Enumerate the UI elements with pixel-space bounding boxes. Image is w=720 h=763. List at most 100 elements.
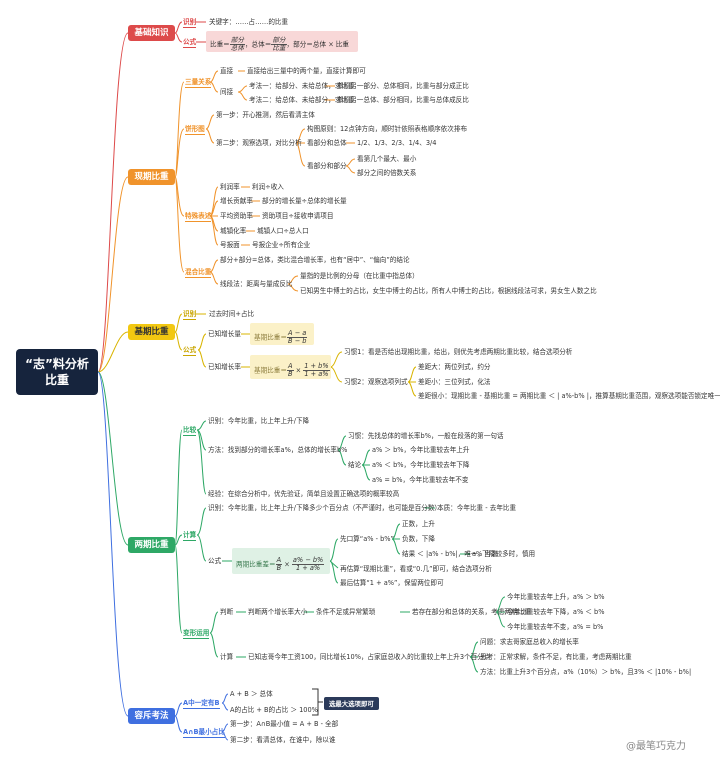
base-habit2: 习惯2：观察选项列式 xyxy=(344,378,408,386)
base-formula2-label: 基期比重＝ xyxy=(254,366,287,375)
fraction-denominator: 总体 xyxy=(230,44,244,52)
two-compare-habit: 习惯：先找总体的增长率b%，一般在段落的第一句话 xyxy=(348,432,504,440)
fraction-numerator: A xyxy=(275,556,283,565)
tolerance-tip: 选最大选项即可 xyxy=(324,697,379,710)
section-basic-knowledge[interactable]: 基础知识 xyxy=(128,25,175,41)
tolerance-tag2: A∩B最小占比 xyxy=(183,728,225,738)
basic-formula-ratio-label: 比重＝ xyxy=(210,40,230,49)
current-line-b: 已知男生中博士的占比，女生中博士的占比，所有人中博士的占比，根据线段法可求，男女… xyxy=(300,287,597,295)
current-pie-quarters: 1/2、1/3、2/3、1/4、3/4 xyxy=(357,139,437,147)
current-leader: 号报面 xyxy=(220,241,240,249)
two-judge-j2: 今年比重较去年下降，a% ＜ b% xyxy=(507,608,605,616)
basic-formula-tag: 公式 xyxy=(183,38,197,48)
two-calc-result-caution: a%下降较多时，慎用 xyxy=(472,550,536,558)
fraction-denominator: 1 + a% xyxy=(295,564,321,572)
tolerance-rule2: A的占比 + B的占比 ＞ 100% xyxy=(230,706,318,714)
tolerance-rule1: A + B ＞ 总体 xyxy=(230,690,273,698)
base-formula-tag: 公式 xyxy=(183,346,197,356)
basic-identify-text: 关键字：……占……的比重 xyxy=(209,18,289,26)
current-pie-step2: 第二步：观察选项，对比分析 xyxy=(216,139,302,147)
two-judge-a: 判断两个增长率大小 xyxy=(248,608,308,616)
times-sign: × xyxy=(295,366,302,375)
root-title: “志”料分析 比重 xyxy=(16,349,98,395)
current-three-tag: 三量关系 xyxy=(185,78,212,88)
two-compare-c2: a% ＜ b%，今年比重较去年下降 xyxy=(372,461,470,469)
base-gap-small: 差距小：三位列式，化法 xyxy=(418,378,491,386)
base-formula1-label: 基期比重＝ xyxy=(254,333,287,342)
fraction-denominator: B − b xyxy=(287,337,307,345)
basic-formula-box xyxy=(206,31,358,52)
basic-formula-total-label: ，总体＝ xyxy=(244,40,272,49)
two-compare-experience: 经验：在综合分析中，优先验证，简单且设置正确选项的概率较高 xyxy=(208,490,400,498)
two-calc-method: 方法：比重上升3个百分点，a%（10%）＞ b%，且3% ＜ |10% - b%… xyxy=(480,668,692,676)
base-known-amount: 已知增长量 xyxy=(208,330,241,338)
times-sign: × xyxy=(284,560,290,569)
fraction-numerator: A − a xyxy=(286,329,308,338)
two-calc-last: 最后估算“1 + a%”，保留两位即可 xyxy=(340,579,444,587)
base-formula2-box xyxy=(250,355,331,379)
two-calc-example: 已知志哥今年工资100，同比增长10%，占家庭总收入的比重较上年上升3个百分点 xyxy=(248,653,491,661)
fraction-denominator: B xyxy=(287,370,293,378)
two-judge-b: 条件不足或异常繁琐 xyxy=(316,608,376,616)
current-profit-def: 利润÷收入 xyxy=(252,183,284,191)
two-calc-label: 计算 xyxy=(220,653,234,661)
current-pie-look-parts: 看部分和部分 xyxy=(307,162,347,170)
section-two-period-ratio[interactable]: 两期比重 xyxy=(128,537,175,553)
two-judge: 判断 xyxy=(220,608,234,616)
basic-formula-tail: ，部分＝总体 × 比重 xyxy=(286,40,349,49)
current-point2-result: 参照另一总体、部分相同，比重与总体成反比 xyxy=(337,96,469,104)
tolerance-tag1: A中一定有B xyxy=(183,699,220,709)
current-point2: 考法二：给总体、未给部分，求比重 xyxy=(249,96,355,104)
section-tolerance[interactable]: 容斥考法 xyxy=(128,708,175,724)
current-urban-def: 城镇人口÷总人口 xyxy=(257,227,309,235)
current-direct: 直接 xyxy=(220,67,234,75)
current-direct-desc: 直接给出三量中的两个量，直接计算即可 xyxy=(247,67,366,75)
current-indirect: 间接 xyxy=(220,88,234,96)
current-pie-tag: 饼形图 xyxy=(185,125,205,135)
current-growth-contrib: 增长贡献率 xyxy=(220,197,253,205)
base-formula1-box xyxy=(250,323,314,345)
two-calc-positive: 正数，上升 xyxy=(402,520,435,528)
watermark: @最笔巧克力 xyxy=(626,741,686,752)
current-profit: 利润率 xyxy=(220,183,240,191)
fraction-denominator: B xyxy=(276,564,282,572)
current-special-tag: 特殊表述 xyxy=(185,212,212,222)
two-formula-label: 两期比重差＝ xyxy=(236,560,276,569)
current-pie-look-whole: 看部分和总体 xyxy=(307,139,347,147)
two-calc-essence: 本质：今年比重 - 去年比重 xyxy=(437,504,517,512)
current-urban: 城镇化率 xyxy=(220,227,247,235)
fraction-numerator: a% − b% xyxy=(291,556,325,565)
two-calc-result: 结果 ＜ |a% - b%|，唯一，当选 xyxy=(402,550,498,558)
base-identify-tag: 识别 xyxy=(183,310,197,320)
section-base-ratio[interactable]: 基期比重 xyxy=(128,324,175,340)
two-judge-j1: 今年比重较去年上升，a% ＞ b% xyxy=(507,593,605,601)
basic-formula-fraction-2: 部分比重 xyxy=(271,37,287,52)
two-calc-estimate: 再估算“现期比重”，看或“0.几”即可，结合选项分析 xyxy=(340,565,492,573)
current-mix-tag: 混合比重 xyxy=(185,268,212,278)
current-growth-contrib-def: 部分的增长量÷总体的增长量 xyxy=(262,197,347,205)
base-gap-tiny: 差距很小：现期比重 - 基期比重 = 两期比重 ＜ | a%-b% |，推算基期… xyxy=(418,392,720,400)
section-current-ratio[interactable]: 现期比重 xyxy=(128,169,175,185)
root-title-line1: “志”料分析 xyxy=(25,357,89,371)
current-point1-result: 参照另一部分、总体相同，比重与部分成正比 xyxy=(337,82,469,90)
basic-identify-tag: 识别 xyxy=(183,18,197,28)
base-habit1: 习惯1：看是否给出现期比重，给出，则优先考虑两期比重比较，结合选项分析 xyxy=(344,348,573,356)
two-calc-tag: 计算 xyxy=(183,531,197,541)
fraction-denominator: 比重 xyxy=(272,44,286,52)
two-compare-identify: 识别：今年比重，比上年上升/下降 xyxy=(208,417,310,425)
current-leader-def: 号报企业÷所有企业 xyxy=(252,241,311,249)
base-gap-big: 差距大：两位列式，约分 xyxy=(418,363,491,371)
fraction-numerator: 部分 xyxy=(229,36,245,45)
current-avg-funding-def: 资助项目÷接收申请项目 xyxy=(262,212,334,220)
current-line-method: 线段法：距离与量成反比 xyxy=(220,280,293,288)
two-formula-fraction-rate: a% − b%1 + a% xyxy=(291,556,325,572)
tolerance-step1: 第一步：A∩B最小值 = A + B - 全部 xyxy=(230,720,339,728)
basic-formula-fraction-1: 部分总体 xyxy=(229,36,245,52)
two-compare-c1: a% ＞ b%，今年比重较去年上升 xyxy=(372,446,470,454)
